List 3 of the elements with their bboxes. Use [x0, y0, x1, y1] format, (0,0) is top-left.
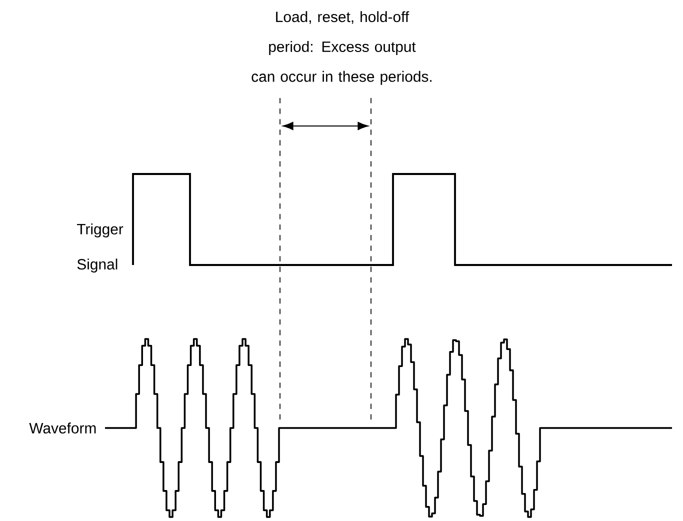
note-text: Load, reset, hold-off period: Excess output can occur in these periods. — [252, 11, 432, 85]
signal-label: Trigger Signal — [77, 223, 124, 273]
signal-label: Waveform — [29, 422, 96, 434]
